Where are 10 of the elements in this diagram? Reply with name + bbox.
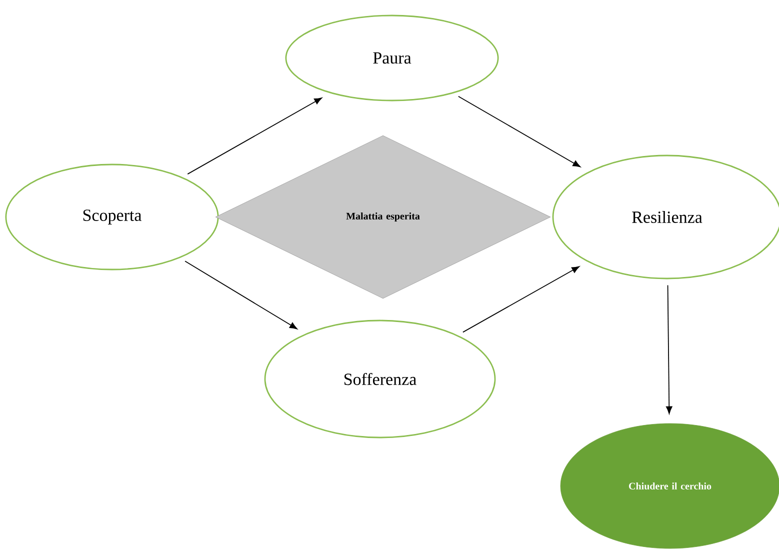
arrow — [666, 284, 672, 414]
arrow — [187, 98, 322, 174]
ellipse-node: Scoperta — [5, 164, 219, 270]
arrow — [458, 96, 581, 168]
arrow — [462, 266, 580, 333]
arrow — [184, 260, 298, 330]
diamond-node: Malattia esperita — [215, 135, 551, 299]
ellipse-node: Chiudere il cerchio — [560, 423, 779, 549]
ellipse-node: Sofferenza — [264, 320, 496, 438]
ellipse-node: Paura — [285, 14, 499, 102]
